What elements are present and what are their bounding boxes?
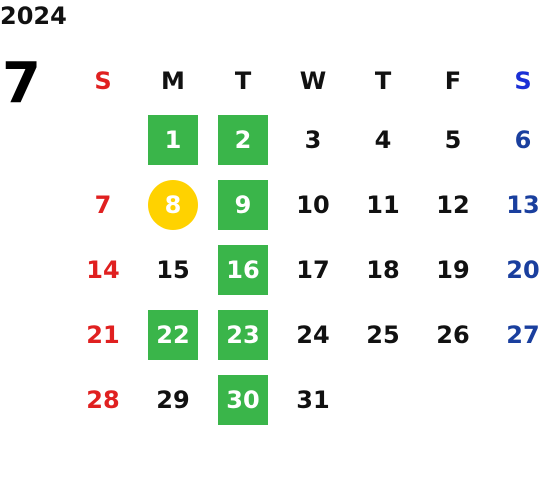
weekday-fri: F [444, 67, 462, 95]
highlighted-day-cell[interactable]: 22 [148, 309, 198, 360]
weekday-sat: S [514, 67, 532, 95]
weekday-thu: T [374, 67, 392, 95]
day-cell[interactable]: 21 [86, 320, 120, 349]
day-cell[interactable]: 10 [296, 190, 330, 219]
day-cell[interactable]: 11 [366, 190, 400, 219]
day-cell[interactable]: 27 [506, 320, 540, 349]
day-cell[interactable]: 29 [156, 385, 190, 414]
year-label: 2024 [0, 2, 67, 30]
day-cell[interactable]: 25 [366, 320, 400, 349]
day-cell[interactable]: 12 [436, 190, 470, 219]
empty-day-cell [428, 375, 478, 425]
highlighted-day-cell[interactable]: 23 [218, 309, 268, 360]
weekday-wed: W [299, 67, 327, 95]
highlighted-day-cell[interactable]: 30 [218, 374, 268, 425]
today-day-cell[interactable]: 8 [148, 179, 198, 230]
highlighted-day-cell[interactable]: 16 [218, 244, 268, 295]
day-cell[interactable]: 17 [296, 255, 330, 284]
highlighted-day-cell[interactable]: 2 [218, 114, 268, 165]
day-cell[interactable]: 19 [436, 255, 470, 284]
calendar-grid: S M T W T F S 1 2 3 4 5 6 7 8 9 10 11 12… [68, 55, 548, 432]
empty-day-cell [358, 375, 408, 425]
day-cell[interactable]: 18 [366, 255, 400, 284]
day-cell[interactable]: 13 [506, 190, 540, 219]
weekday-sun: S [94, 67, 112, 95]
day-cell[interactable]: 31 [296, 385, 330, 414]
weekday-mon: M [161, 67, 185, 95]
day-cell[interactable]: 15 [156, 255, 190, 284]
empty-day-cell [78, 115, 128, 165]
day-cell[interactable]: 7 [94, 190, 112, 219]
day-cell[interactable]: 28 [86, 385, 120, 414]
day-cell[interactable]: 5 [444, 125, 462, 154]
day-cell[interactable]: 20 [506, 255, 540, 284]
weekday-tue: T [234, 67, 252, 95]
day-cell[interactable]: 3 [304, 125, 322, 154]
day-cell[interactable]: 14 [86, 255, 120, 284]
day-cell[interactable]: 24 [296, 320, 330, 349]
day-cell[interactable]: 6 [514, 125, 532, 154]
day-cell[interactable]: 26 [436, 320, 470, 349]
highlighted-day-cell[interactable]: 1 [148, 114, 198, 165]
month-number: 7 [2, 51, 41, 116]
empty-day-cell [498, 375, 548, 425]
day-cell[interactable]: 4 [374, 125, 392, 154]
highlighted-day-cell[interactable]: 9 [218, 179, 268, 230]
